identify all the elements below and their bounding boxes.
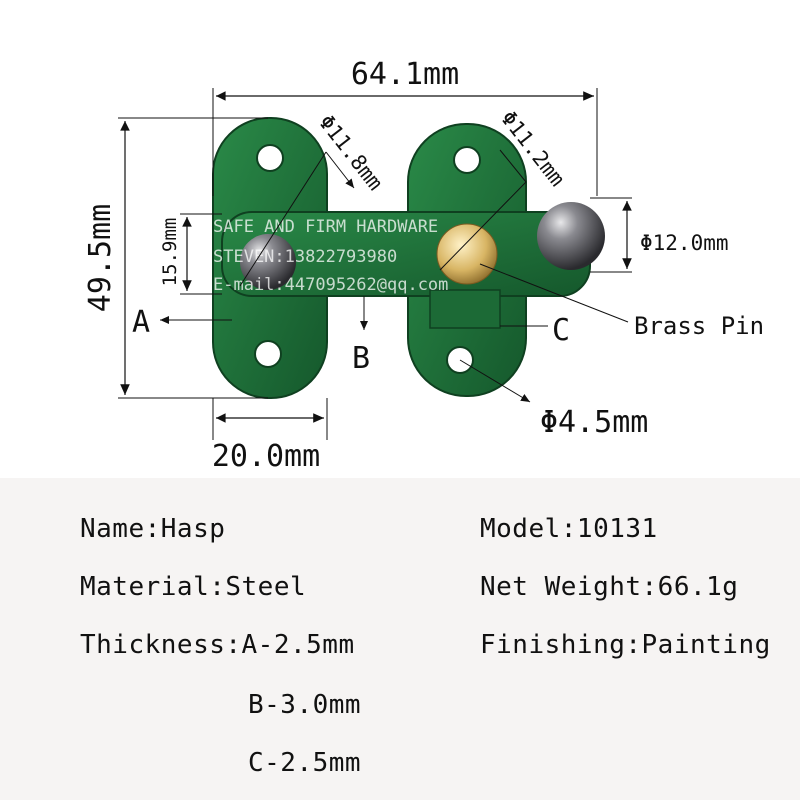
spec-thickness-a: Thickness:A-2.5mm	[80, 630, 355, 660]
brass-pin	[436, 223, 498, 285]
mount-hole	[254, 340, 282, 368]
watermark-line3: E-mail:447095262@qq.com	[213, 275, 448, 295]
steel-ball-left	[240, 234, 296, 290]
spec-thickness-c: C-2.5mm	[248, 748, 362, 778]
spec-finishing: Finishing:Painting	[480, 630, 771, 660]
overall-height-label: 49.5mm	[83, 204, 118, 312]
overall-width-label: 64.1mm	[351, 57, 459, 92]
brass-pin-label: Brass Pin	[634, 312, 764, 340]
watermark-line1: SAFE AND FIRM HARDWARE	[213, 217, 438, 237]
part-b-label: B	[352, 341, 370, 376]
mount-hole	[453, 146, 481, 174]
callout-b: B	[352, 296, 370, 376]
plate-width-label: 20.0mm	[212, 439, 320, 474]
dim-overall-height: 49.5mm	[83, 117, 268, 399]
part-a-label: A	[132, 305, 150, 340]
dim-ball: Φ12.0mm	[590, 197, 729, 273]
product-diagram: SAFE AND FIRM HARDWARE STEVEN:1382279398…	[83, 57, 764, 474]
callout-brass-pin: Brass Pin	[479, 263, 764, 340]
ball-dia-label: Φ12.0mm	[640, 231, 729, 255]
dim-plate-width: 20.0mm	[212, 398, 328, 474]
spec-thickness-b: B-3.0mm	[248, 690, 362, 720]
callout-hole: Φ4.5mm	[459, 359, 648, 440]
part-c-label: C	[552, 313, 570, 348]
spec-panel: Name:Hasp Model:10131 Material:Steel Net…	[0, 478, 800, 800]
hole-dia-label: Φ4.5mm	[540, 405, 648, 440]
hasp-drawing: SAFE AND FIRM HARDWARE STEVEN:1382279398…	[83, 57, 764, 474]
callout-c: C	[500, 313, 570, 348]
spec-name: Name:Hasp	[80, 514, 226, 544]
callout-a: A	[132, 305, 232, 340]
mount-hole	[256, 144, 284, 172]
steel-ball-right	[537, 202, 605, 270]
watermark-line2: STEVEN:13822793980	[213, 247, 397, 267]
spec-model: Model:10131	[480, 514, 658, 544]
dim-overall-width: 64.1mm	[212, 57, 598, 196]
spec-net-weight: Net Weight:66.1g	[480, 572, 739, 602]
bolt-height-label: 15.9mm	[159, 218, 181, 287]
spec-material: Material:Steel	[80, 572, 307, 602]
dim-bolt-height: 15.9mm	[159, 213, 222, 295]
bolt-bar	[221, 211, 591, 329]
